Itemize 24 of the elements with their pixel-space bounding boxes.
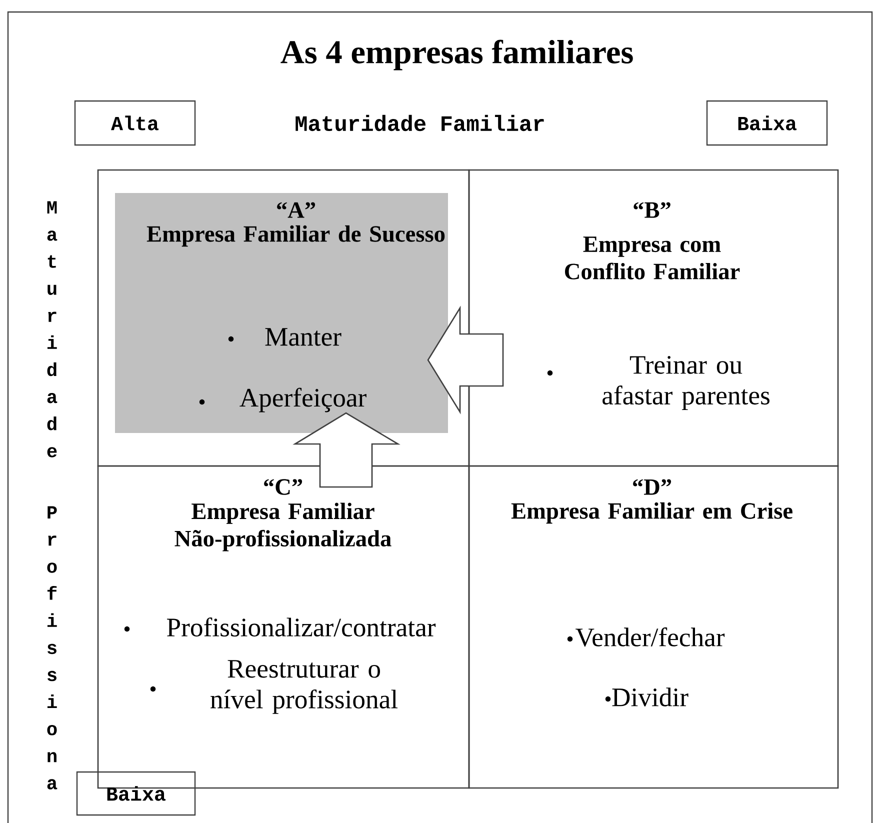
quadrant-heading: Empresa Familiar em Crise xyxy=(511,502,792,524)
axis-label: Maturidade Familiar xyxy=(296,114,544,132)
quadrant-heading: Empresa Familiar Não-profissionalizada xyxy=(174,502,392,552)
title: As 4 empresas familiares xyxy=(280,40,633,70)
quadrant-heading: “C” xyxy=(264,479,302,495)
axis-label: Maturidade xyxy=(47,201,58,458)
quadrant-heading: Empresa Familiar de Sucesso xyxy=(146,225,445,247)
scale-box: Alta xyxy=(74,100,196,146)
scale-box: Baixa xyxy=(76,771,196,816)
bullet-item: Profissionalizar/contratar xyxy=(124,617,436,636)
bullet-item: Treinar ou afastar parentes xyxy=(547,356,770,410)
scale-box: Baixa xyxy=(706,100,828,146)
quadrant-heading: “D” xyxy=(633,479,672,495)
block-arrow xyxy=(427,306,504,414)
bullet-item: Aperfeiçoar xyxy=(199,388,366,412)
quadrant-heading: “A” xyxy=(277,202,316,218)
quadrant-heading: “B” xyxy=(634,202,670,218)
bullet-item: Dividir xyxy=(605,688,688,706)
bullet-item: Manter xyxy=(228,328,342,346)
bullet-item: Reestruturar o nível profissional xyxy=(150,660,398,714)
axis-label: Profissiona xyxy=(47,506,58,790)
bullet-item: Vender/fechar xyxy=(567,627,725,647)
quadrant-heading: Empresa com Conflito Familiar xyxy=(565,236,740,280)
block-arrow xyxy=(292,412,400,488)
